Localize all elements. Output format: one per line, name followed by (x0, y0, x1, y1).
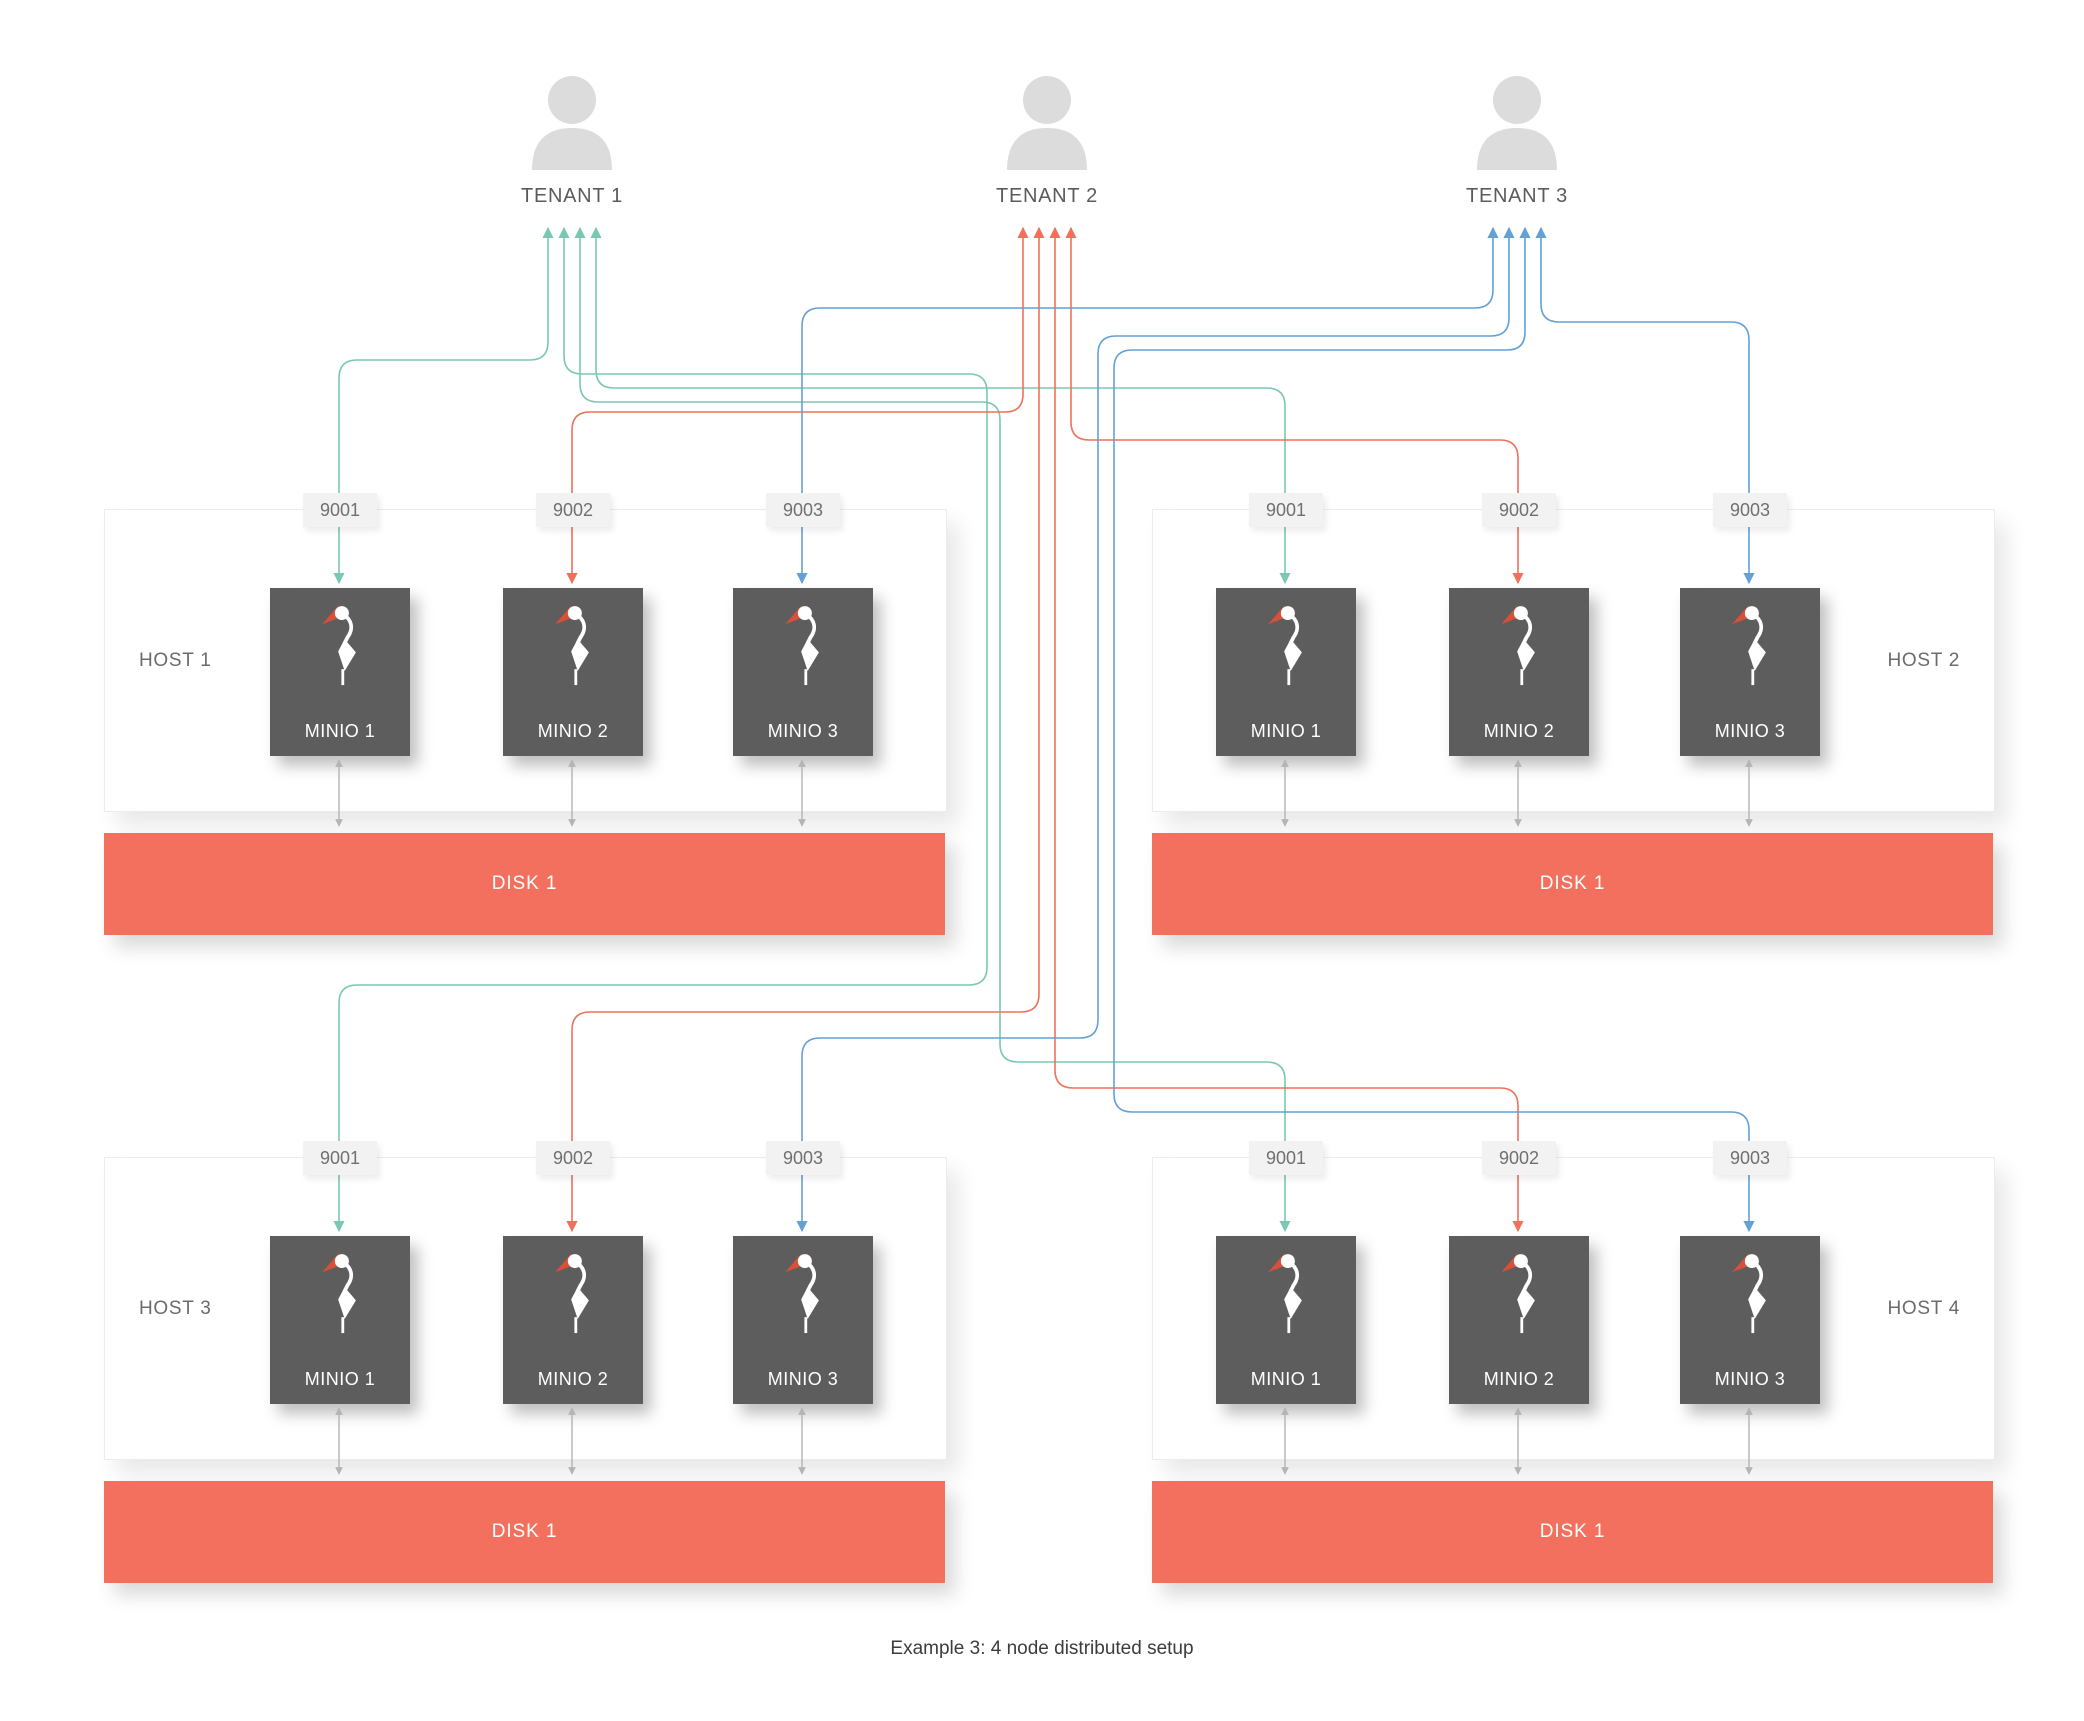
host-1-minio-1-node: MINIO 1 (270, 588, 410, 756)
tenant-3-label: TENANT 3 (1466, 185, 1568, 207)
host-3-minio-2-node: MINIO 2 (503, 1236, 643, 1404)
minio-bird-icon (543, 1248, 603, 1334)
tenant-3-avatar-icon (1469, 74, 1565, 170)
host-4-minio-3-node: MINIO 3 (1680, 1236, 1820, 1404)
minio-bird-icon (1256, 1248, 1316, 1334)
host-3-port-9001: 9001 (303, 1141, 377, 1175)
minio-node-label: MINIO 2 (537, 721, 609, 741)
minio-node-label: MINIO 2 (537, 1369, 609, 1389)
host-3-minio-3-node: MINIO 3 (733, 1236, 873, 1404)
host-4-label: HOST 4 (1887, 1298, 1960, 1319)
minio-bird-icon (310, 1248, 370, 1334)
minio-node-label: MINIO 1 (1250, 1369, 1322, 1389)
minio-bird-icon (543, 600, 603, 686)
host-2-box: HOST 2 9001 9002 9003 MINIO 1 MINIO 2 MI… (1152, 493, 1995, 812)
minio-bird-icon (773, 600, 833, 686)
host-2-port-9003: 9003 (1713, 493, 1787, 527)
host-4-port-9001: 9001 (1249, 1141, 1323, 1175)
minio-bird-icon (310, 600, 370, 686)
host-1-minio-3-node: MINIO 3 (733, 588, 873, 756)
host-2-minio-1-node: MINIO 1 (1216, 588, 1356, 756)
tenant-2-label: TENANT 2 (996, 185, 1098, 207)
host-2-port-9002: 9002 (1482, 493, 1556, 527)
minio-node-label: MINIO 1 (304, 1369, 376, 1389)
tenant-1-avatar-icon (524, 74, 620, 170)
minio-bird-icon (1720, 1248, 1780, 1334)
host-3-port-9002: 9002 (536, 1141, 610, 1175)
host-1-port-9003: 9003 (766, 493, 840, 527)
host-1-label: HOST 1 (139, 650, 212, 671)
host-2-port-9001: 9001 (1249, 493, 1323, 527)
tenant-2: TENANT 2 (952, 74, 1142, 208)
minio-bird-icon (773, 1248, 833, 1334)
minio-node-label: MINIO 3 (1714, 721, 1786, 741)
host-2-minio-3-node: MINIO 3 (1680, 588, 1820, 756)
host-1-box: HOST 1 9001 9002 9003 MINIO 1 MINIO 2 MI… (104, 493, 947, 812)
host-1-minio-2-node: MINIO 2 (503, 588, 643, 756)
host-3-minio-1-node: MINIO 1 (270, 1236, 410, 1404)
host-1-port-9002: 9002 (536, 493, 610, 527)
minio-node-label: MINIO 1 (304, 721, 376, 741)
host-3-port-9003: 9003 (766, 1141, 840, 1175)
diagram-caption: Example 3: 4 node distributed setup (890, 1638, 1194, 1659)
host-1-port-9001: 9001 (303, 493, 377, 527)
host-3-disk-bar: DISK 1 (104, 1481, 945, 1583)
tenant-2-avatar-icon (999, 74, 1095, 170)
tenant-3: TENANT 3 (1422, 74, 1612, 208)
minio-bird-icon (1720, 600, 1780, 686)
host-1-disk-bar: DISK 1 (104, 833, 945, 935)
minio-node-label: MINIO 2 (1483, 721, 1555, 741)
minio-bird-icon (1489, 1248, 1549, 1334)
host-2-disk-bar: DISK 1 (1152, 833, 1993, 935)
host-4-box: HOST 4 9001 9002 9003 MINIO 1 MINIO 2 MI… (1152, 1141, 1995, 1460)
host-3-label: HOST 3 (139, 1298, 212, 1319)
host-2-label: HOST 2 (1887, 650, 1960, 671)
minio-node-label: MINIO 3 (767, 721, 839, 741)
minio-bird-icon (1256, 600, 1316, 686)
host-4-disk-bar: DISK 1 (1152, 1481, 1993, 1583)
minio-node-label: MINIO 1 (1250, 721, 1322, 741)
host-2-minio-2-node: MINIO 2 (1449, 588, 1589, 756)
host-4-minio-1-node: MINIO 1 (1216, 1236, 1356, 1404)
tenant-1: TENANT 1 (477, 74, 667, 208)
host-3-box: HOST 3 9001 9002 9003 MINIO 1 MINIO 2 MI… (104, 1141, 947, 1460)
minio-bird-icon (1489, 600, 1549, 686)
minio-node-label: MINIO 3 (1714, 1369, 1786, 1389)
minio-node-label: MINIO 2 (1483, 1369, 1555, 1389)
host-4-minio-2-node: MINIO 2 (1449, 1236, 1589, 1404)
host-4-port-9002: 9002 (1482, 1141, 1556, 1175)
minio-node-label: MINIO 3 (767, 1369, 839, 1389)
host-4-port-9003: 9003 (1713, 1141, 1787, 1175)
tenant-1-label: TENANT 1 (521, 185, 623, 207)
